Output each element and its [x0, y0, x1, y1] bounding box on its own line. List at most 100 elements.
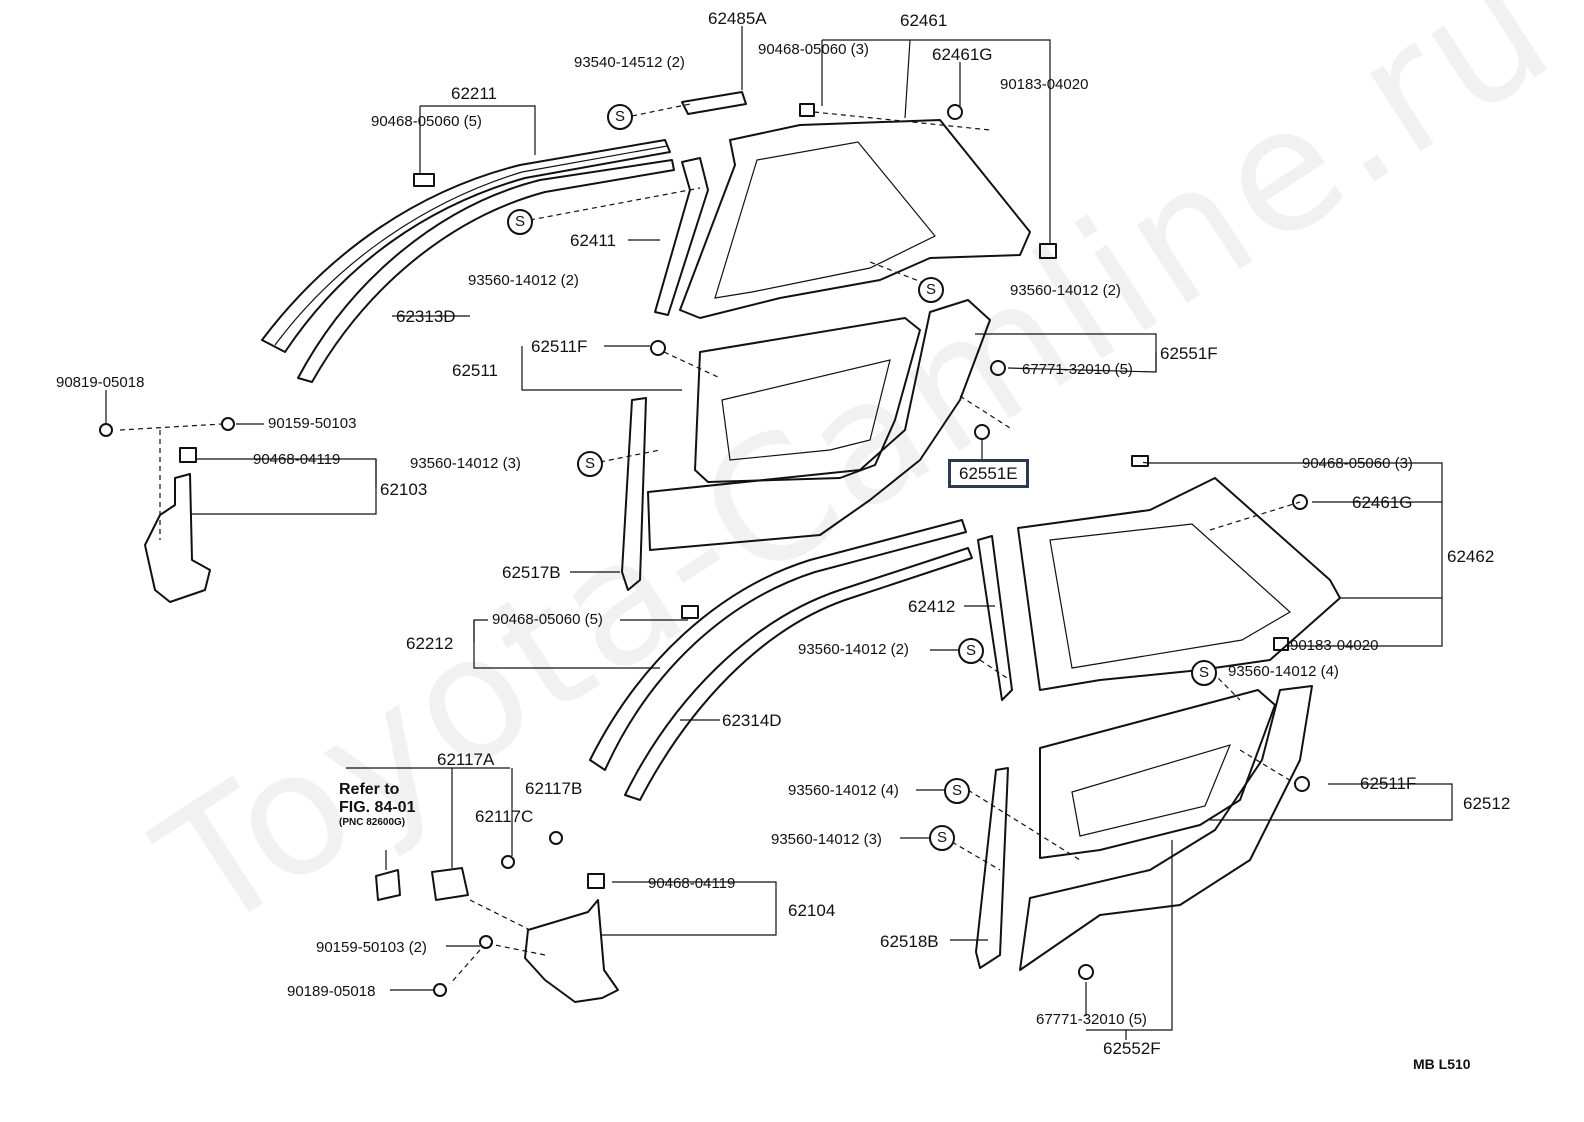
fastener-62117B	[549, 831, 563, 845]
label-62211: 62211	[451, 84, 498, 103]
trim-panel-62511	[694, 317, 921, 483]
label-90183-04020-right: 90183-04020	[1290, 637, 1379, 654]
label-93560-14012-4-a: 93560-14012 (4)	[1228, 663, 1339, 680]
bracket-62485A	[681, 91, 747, 115]
roof-rail-62211	[261, 139, 671, 353]
label-67771-32010-top: 67771-32010 (5)	[1022, 361, 1133, 378]
label-62462: 62462	[1447, 547, 1495, 566]
kick-panel-62103	[144, 473, 211, 603]
label-62313D: 62313D	[396, 307, 456, 326]
trim-panel-62512	[1039, 689, 1276, 859]
label-62412: 62412	[908, 597, 956, 616]
clip-90468-05060-right	[1131, 455, 1149, 467]
fastener-62117C	[501, 855, 515, 869]
label-93560-14012-2-a: 93560-14012 (2)	[468, 272, 579, 289]
clip-90468-04119-b	[587, 873, 605, 889]
label-90468-05060-5-mid: 90468-05060 (5)	[492, 611, 603, 628]
fastener-62511F-right	[1294, 776, 1310, 792]
fastener-62511F-top	[650, 340, 666, 356]
label-90819-05018: 90819-05018	[56, 374, 145, 391]
label-93540-14512: 93540-14512 (2)	[574, 54, 685, 71]
label-62511: 62511	[452, 361, 499, 380]
label-90189-05018: 90189-05018	[287, 983, 376, 1000]
label-93560-14012-3-a: 93560-14012 (3)	[410, 455, 521, 472]
label-62512: 62512	[1463, 794, 1511, 813]
ref-line2: FIG. 84-01	[339, 799, 416, 816]
pillar-strip-62411	[654, 157, 709, 316]
pillar-strip-62517B	[621, 397, 647, 591]
leader-lines	[105, 26, 1453, 1040]
label-67771-32010-bottom: 67771-32010 (5)	[1036, 1011, 1147, 1028]
roof-rail-62313D	[297, 159, 675, 383]
clip-90468-05060-top	[799, 103, 815, 117]
label-90183-04020-top: 90183-04020	[1000, 76, 1089, 93]
label-90468-05060-3-right: 90468-05060 (3)	[1302, 455, 1413, 472]
fastener-62461G-right	[1292, 494, 1308, 510]
pillar-strip-62518B	[975, 767, 1009, 969]
label-62552F: 62552F	[1103, 1039, 1161, 1058]
diagram-code: MB L510	[1413, 1056, 1471, 1072]
ref-line3: (PNC 82600G)	[339, 817, 406, 828]
label-62411: 62411	[570, 231, 617, 250]
fastener-90159-50103-2	[479, 935, 493, 949]
label-62551E-highlighted: 62551E	[948, 459, 1029, 488]
label-62212: 62212	[406, 634, 454, 653]
label-90468-04119-a: 90468-04119	[253, 451, 341, 468]
bracket-62117A	[431, 867, 469, 901]
s-mark-93560-14012-4-a: S	[1191, 660, 1217, 686]
label-62511F-top: 62511F	[531, 337, 588, 356]
s-mark-93540-14512: S	[607, 104, 633, 130]
label-62117A: 62117A	[437, 750, 495, 769]
s-mark-93560-14012-3-a: S	[577, 451, 603, 477]
label-62314D: 62314D	[722, 711, 782, 730]
label-62103: 62103	[380, 480, 428, 499]
ref-line1: Refer to	[339, 781, 400, 798]
clip-90183-04020-right	[1273, 637, 1289, 651]
fastener-67771-32010-top	[990, 360, 1006, 376]
label-62511F-right: 62511F	[1360, 774, 1417, 793]
label-62517B: 62517B	[502, 563, 561, 582]
fastener-62461G-top	[947, 104, 963, 120]
label-90159-50103-2: 90159-50103 (2)	[316, 939, 427, 956]
label-62117B: 62117B	[525, 779, 583, 798]
s-mark-93560-14012-2-c: S	[958, 638, 984, 664]
trim-panel-62552F	[1019, 685, 1313, 971]
label-62551F: 62551F	[1160, 344, 1218, 363]
label-62461G-top: 62461G	[932, 45, 993, 64]
label-90159-50103: 90159-50103	[268, 415, 357, 432]
fastener-67771-32010-bottom	[1078, 964, 1094, 980]
label-93560-14012-2-b: 93560-14012 (2)	[1010, 282, 1121, 299]
trim-panel-62551F	[647, 299, 991, 551]
clip-90183-04020-top	[1039, 243, 1057, 259]
kick-panel-62104	[524, 899, 619, 1003]
s-mark-93560-14012-a: S	[507, 209, 533, 235]
label-90468-05060-3-top: 90468-05060 (3)	[758, 41, 869, 58]
label-90468-04119-b: 90468-04119	[648, 875, 736, 892]
roof-rail-62314D	[624, 547, 973, 801]
pillar-strip-62412	[977, 535, 1013, 701]
clip-90468-05060-mid	[681, 605, 699, 619]
s-mark-93560-14012-4-b: S	[944, 778, 970, 804]
label-62117C: 62117C	[475, 807, 534, 826]
label-62518B: 62518B	[880, 932, 939, 951]
label-62104: 62104	[788, 901, 836, 920]
fastener-90159-50103	[221, 417, 235, 431]
roof-rail-62212	[589, 519, 967, 771]
label-93560-14012-3-b: 93560-14012 (3)	[771, 831, 882, 848]
s-mark-93560-14012-b: S	[918, 277, 944, 303]
clip-90468-04119-a	[179, 447, 197, 463]
label-90468-05060-5-top: 90468-05060 (5)	[371, 113, 482, 130]
clip-90468-05060-top-left	[413, 173, 435, 187]
cap-refer-fig	[375, 869, 401, 901]
label-62461G-right: 62461G	[1352, 493, 1413, 512]
label-62461: 62461	[900, 11, 948, 30]
fastener-90819-05018	[99, 423, 113, 437]
label-93560-14012-4-b: 93560-14012 (4)	[788, 782, 899, 799]
quarter-trim-62462	[1017, 477, 1341, 691]
label-62485A: 62485A	[708, 9, 767, 28]
label-93560-14012-2-c: 93560-14012 (2)	[798, 641, 909, 658]
s-mark-93560-14012-3-b: S	[929, 825, 955, 851]
quarter-trim-62461	[679, 119, 1031, 319]
